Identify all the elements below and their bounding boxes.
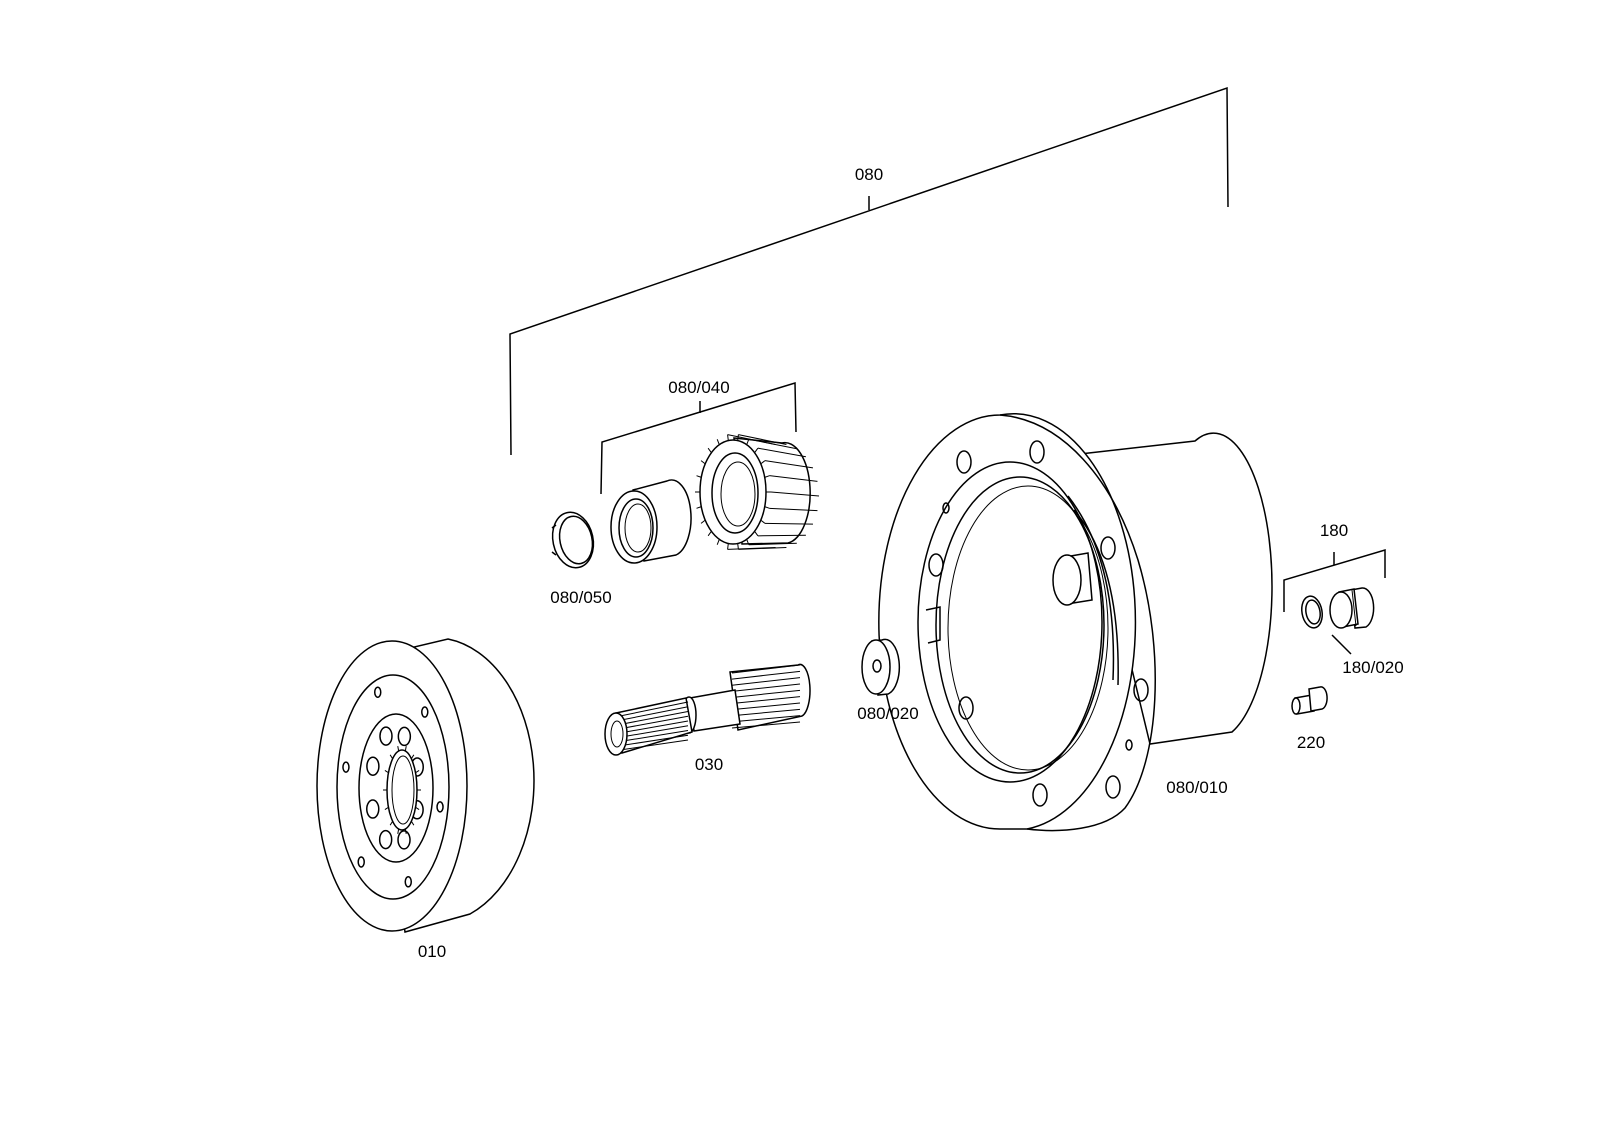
outer-hole bbox=[436, 801, 444, 813]
gear-tooth-ridge bbox=[748, 438, 797, 450]
snap-ring-080-050 bbox=[551, 511, 595, 569]
shaft-gear-tooth bbox=[731, 689, 801, 698]
locating-pin bbox=[1052, 552, 1093, 606]
label-220: 220 bbox=[1297, 733, 1325, 752]
bolt-hole bbox=[1029, 440, 1045, 464]
gear-tooth bbox=[707, 447, 712, 453]
shaft-gear-tooth bbox=[731, 721, 801, 729]
label-030: 030 bbox=[695, 755, 723, 774]
gear-tooth bbox=[760, 519, 766, 524]
gear-tooth-ridge bbox=[769, 475, 818, 482]
gear-tooth-ridge bbox=[764, 522, 813, 525]
gear-tooth bbox=[754, 531, 759, 537]
carrier-hole bbox=[378, 829, 393, 850]
gear-tooth bbox=[760, 460, 766, 465]
screw-plug-180-020 bbox=[1329, 587, 1375, 629]
spline-line bbox=[619, 701, 689, 717]
bolt-hole bbox=[1032, 783, 1048, 807]
gear-tooth-ridge bbox=[770, 491, 820, 497]
bolt-hole bbox=[1105, 775, 1121, 799]
shaft-gear-tooth bbox=[731, 708, 801, 717]
bracket-080-040 bbox=[600, 381, 797, 495]
o-ring-180 bbox=[1301, 595, 1323, 629]
bearing-sleeve bbox=[610, 479, 692, 564]
label-080-010: 080/010 bbox=[1166, 778, 1227, 797]
spline-line bbox=[619, 706, 689, 721]
carrier-hole bbox=[379, 726, 393, 746]
gear-tooth-ridge bbox=[757, 534, 806, 537]
gear-tooth bbox=[746, 539, 750, 545]
spline-line bbox=[619, 715, 689, 730]
gear-tooth bbox=[700, 460, 706, 465]
outer-hole bbox=[421, 706, 429, 718]
shaft-gear-tooth bbox=[731, 677, 801, 686]
gear-tooth bbox=[737, 434, 739, 441]
gear-tooth-ridge bbox=[757, 447, 806, 458]
shaft-gear-teeth bbox=[731, 664, 801, 729]
bolt-hole bbox=[1100, 536, 1116, 560]
label-080-040: 080/040 bbox=[668, 378, 729, 397]
pin-220 bbox=[1291, 686, 1328, 715]
label-080: 080 bbox=[855, 165, 883, 184]
gear-tooth-ridge bbox=[738, 434, 787, 446]
bracket-080 bbox=[509, 86, 1229, 456]
shaft-gear-tooth bbox=[731, 683, 801, 692]
gear-tooth-ridge bbox=[727, 546, 776, 550]
label-080-020: 080/020 bbox=[857, 704, 918, 723]
thrust-washer-080-020 bbox=[861, 638, 901, 696]
housing-080-010 bbox=[878, 412, 1273, 832]
gear-tooth-ridge bbox=[748, 542, 797, 546]
shaft-gear-tooth bbox=[731, 664, 801, 674]
spline-line bbox=[619, 725, 689, 738]
gear-tooth bbox=[754, 447, 759, 453]
bolt-hole bbox=[958, 696, 974, 720]
shaft-gear-tooth bbox=[731, 696, 801, 705]
gear-teeth bbox=[695, 434, 820, 550]
gear-tooth bbox=[737, 543, 739, 550]
outer-hole bbox=[342, 761, 350, 773]
outer-hole bbox=[404, 876, 413, 888]
bolt-hole bbox=[1125, 739, 1133, 751]
label-010: 010 bbox=[418, 942, 446, 961]
shaft-gear-tooth bbox=[731, 715, 801, 723]
splined-shaft-030 bbox=[604, 663, 811, 756]
flange-bolt-holes bbox=[928, 440, 1149, 807]
spline-line bbox=[619, 730, 689, 742]
gear-tooth bbox=[746, 439, 750, 445]
bracket-180 bbox=[1283, 548, 1386, 612]
gear-tooth bbox=[716, 439, 720, 445]
outer-hole bbox=[373, 686, 382, 698]
bolt-hole bbox=[1133, 678, 1149, 702]
spline-line bbox=[619, 711, 689, 725]
planet-gear bbox=[695, 434, 820, 550]
shaft-gear-tooth bbox=[731, 670, 801, 680]
shaft-gear-tooth bbox=[731, 702, 801, 711]
gear-tooth-ridge bbox=[769, 507, 818, 512]
bolt-hole bbox=[928, 553, 944, 577]
spline-line bbox=[619, 734, 689, 747]
label-180-020: 180/020 bbox=[1342, 658, 1403, 677]
gear-tooth bbox=[716, 539, 720, 545]
gear-tooth bbox=[700, 519, 706, 524]
shaft-splines bbox=[619, 701, 689, 751]
spline-line bbox=[619, 739, 689, 751]
spline-line bbox=[619, 720, 689, 734]
carrier-hole bbox=[366, 799, 380, 819]
carrier-hole bbox=[366, 756, 380, 776]
bolt-hole bbox=[942, 502, 950, 514]
carrier-hole bbox=[397, 726, 412, 747]
label-080-050: 080/050 bbox=[550, 588, 611, 607]
gear-tooth bbox=[727, 434, 729, 441]
leader-180-020 bbox=[1331, 634, 1352, 655]
label-180: 180 bbox=[1320, 521, 1348, 540]
bolt-hole bbox=[956, 450, 972, 474]
gear-tooth bbox=[727, 543, 729, 550]
outer-hole bbox=[357, 856, 365, 868]
carrier-hole bbox=[397, 830, 411, 850]
gear-tooth-ridge bbox=[764, 460, 814, 469]
ring-gear-010 bbox=[316, 638, 535, 933]
gear-tooth bbox=[707, 531, 712, 537]
